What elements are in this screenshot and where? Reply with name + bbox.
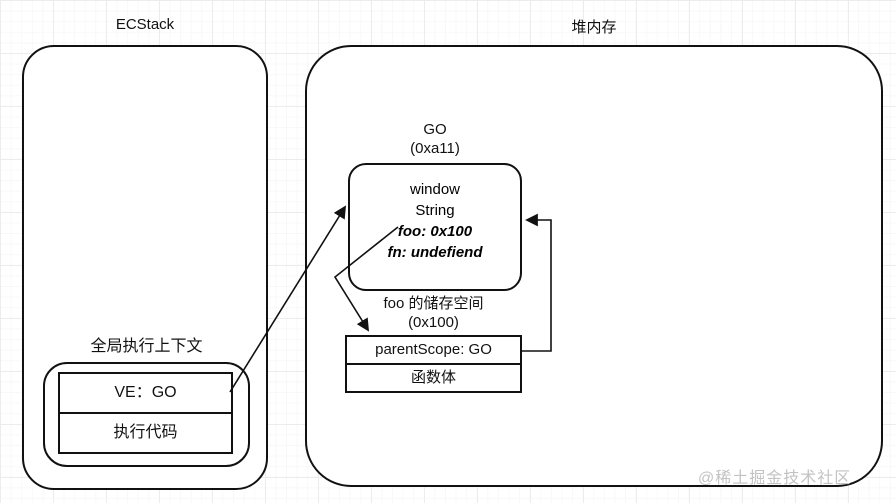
go-object-box: window String foo: 0x100 fn: undefiend bbox=[348, 163, 522, 291]
parent-scope-row: parentScope: GO bbox=[347, 337, 520, 365]
go-object-name: GO bbox=[423, 121, 447, 138]
object-property-fn: fn: undefiend bbox=[387, 244, 483, 261]
go-object-address: (0xa11) bbox=[410, 140, 460, 157]
foo-space-table: parentScope: GO 函数体 bbox=[345, 335, 522, 393]
heap-title-label: 堆内存 bbox=[571, 19, 617, 36]
foo-space-title: foo 的储存空间 bbox=[383, 295, 484, 312]
code-row: 执行代码 bbox=[113, 424, 178, 441]
watermark: @稀土掘金技术社区 bbox=[698, 470, 852, 487]
ve-row: VE：GO bbox=[60, 374, 231, 414]
global-context-table: VE：GO 执行代码 bbox=[58, 372, 233, 454]
ecstack-title-label: ECStack bbox=[115, 16, 175, 33]
global-context-label: 全局执行上下文 bbox=[90, 338, 203, 355]
object-property-window: window bbox=[409, 181, 461, 198]
object-property-foo: foo: 0x100 bbox=[397, 223, 473, 240]
foo-space-address: (0x100) bbox=[408, 314, 459, 331]
object-property-string: String bbox=[415, 202, 455, 219]
go-object-label: GO (0xa11) bbox=[348, 120, 522, 158]
foo-space-label: foo 的储存空间 (0x100) bbox=[345, 294, 522, 332]
function-body-row: 函数体 bbox=[410, 369, 456, 386]
